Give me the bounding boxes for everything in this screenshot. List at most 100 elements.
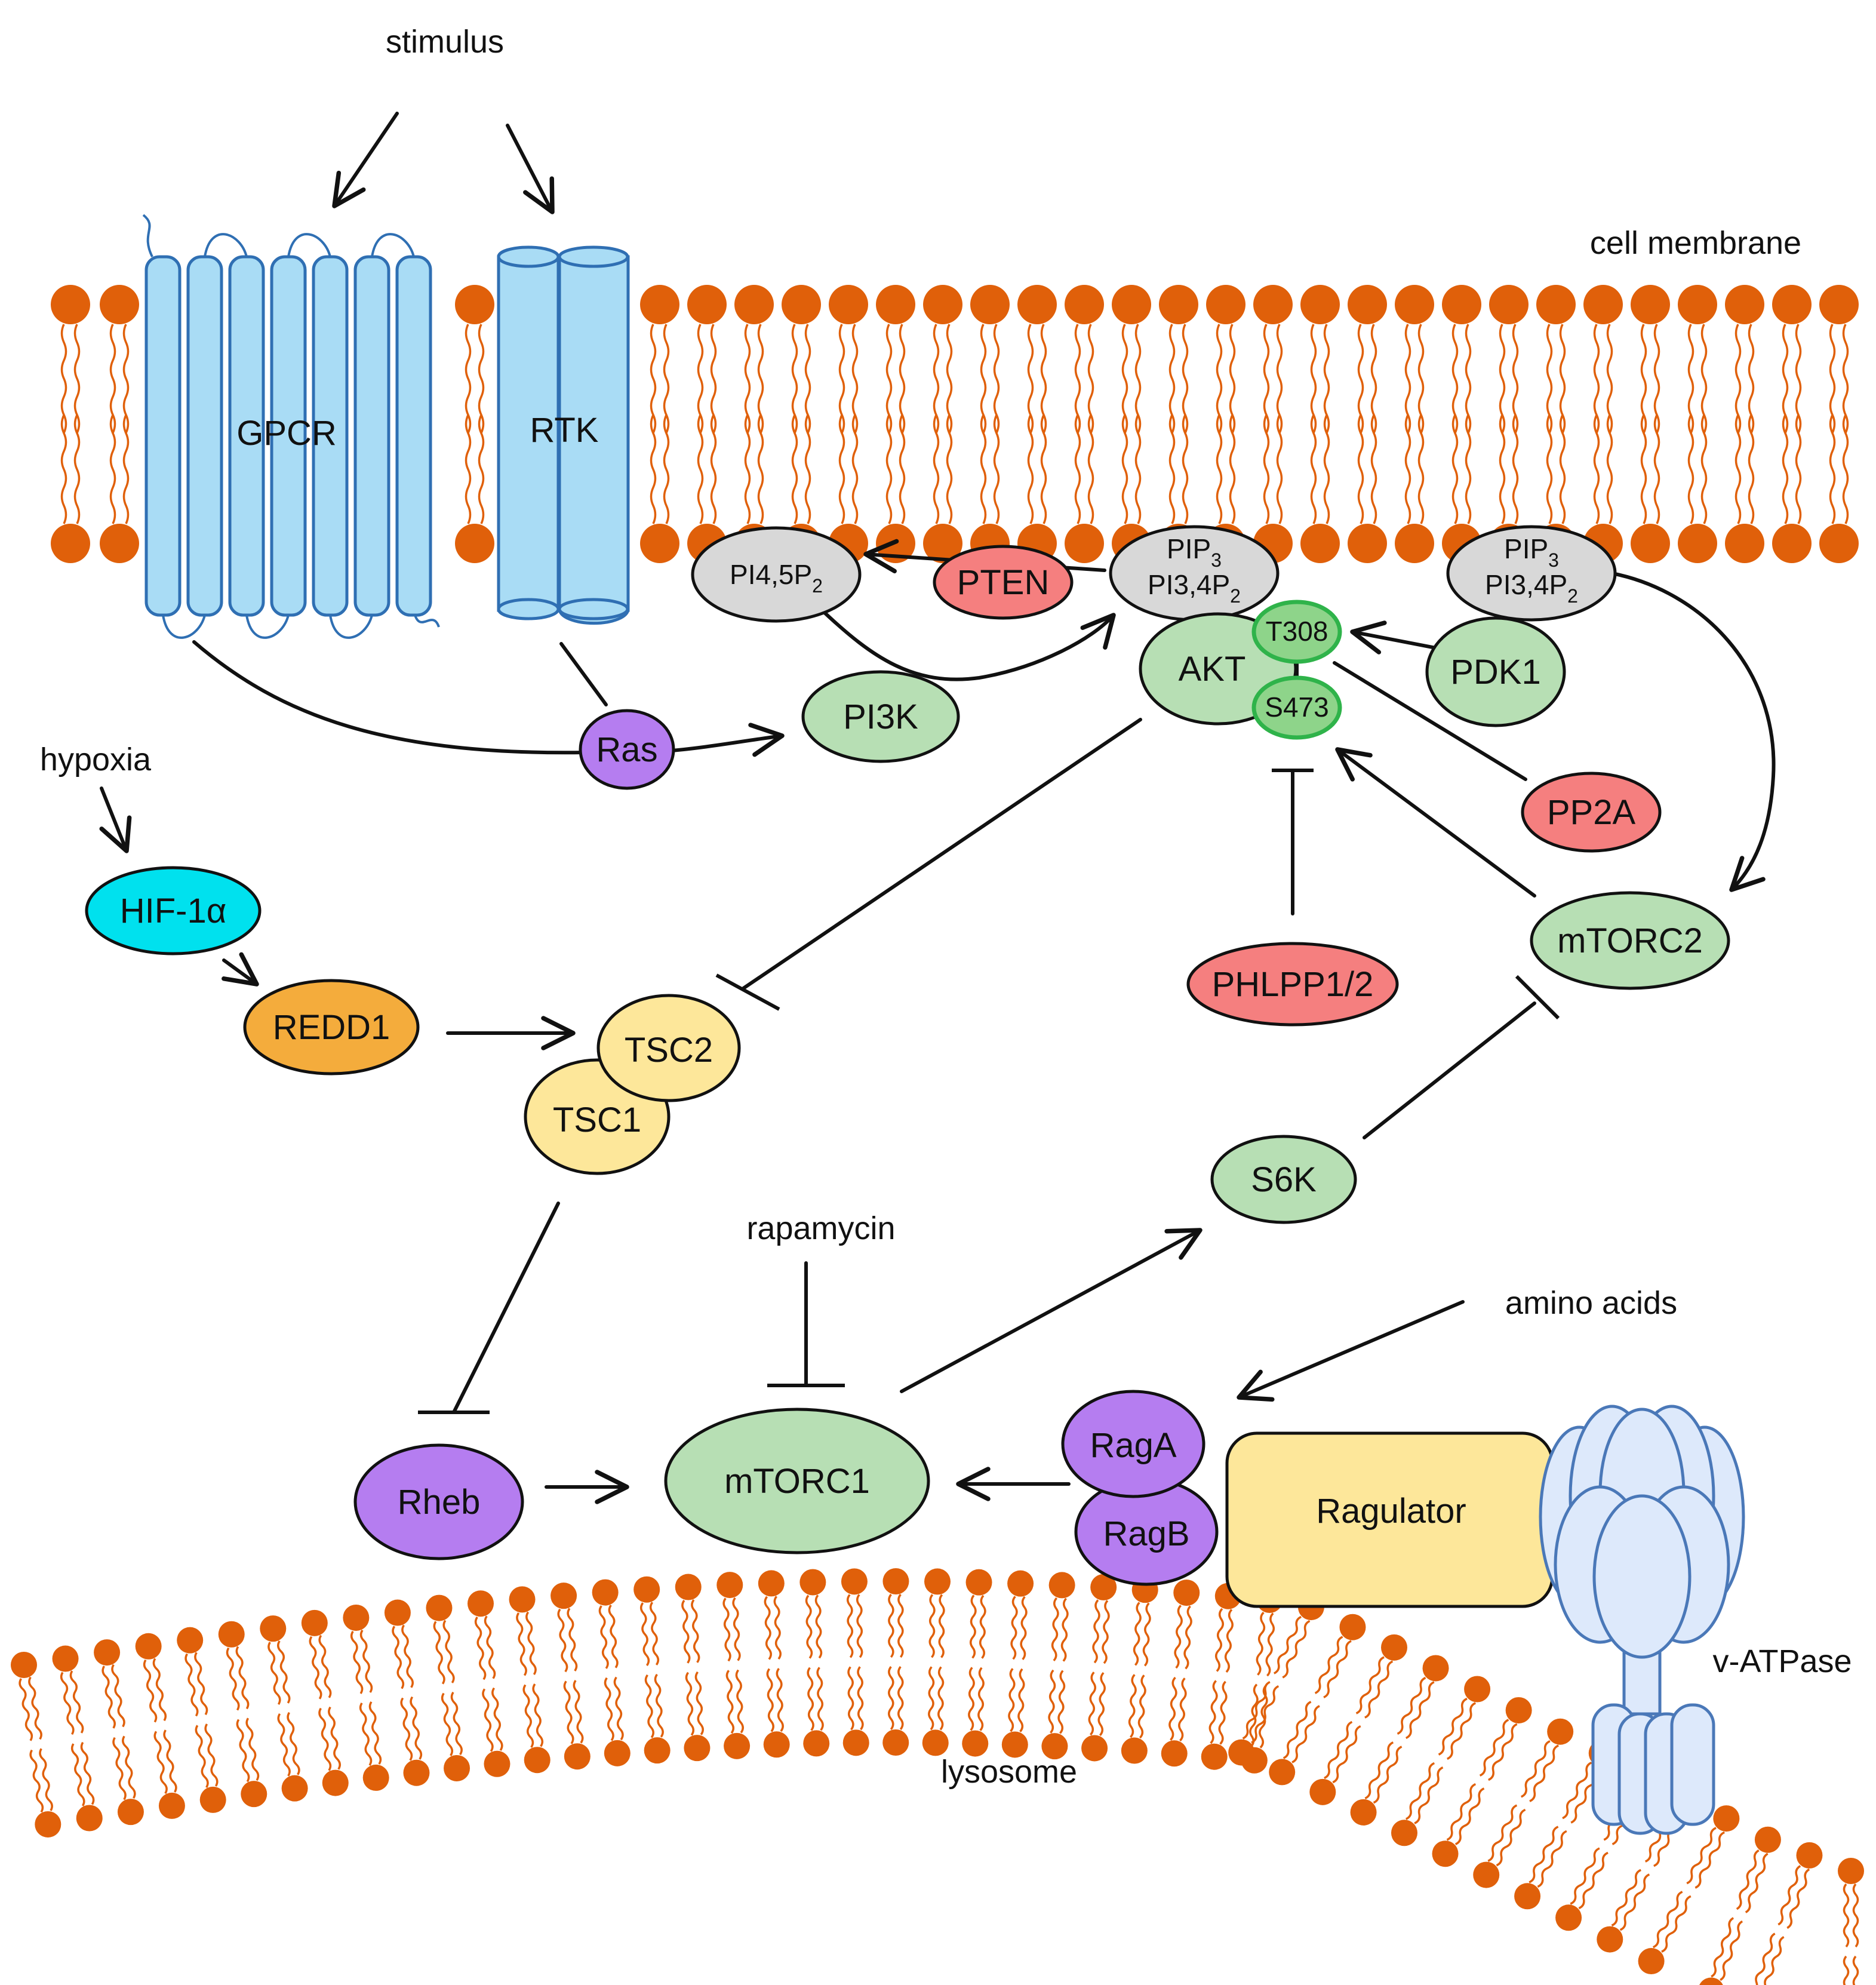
lipid-head	[1159, 285, 1198, 324]
lipid-head	[716, 1572, 743, 1599]
arrow-gpcr-ras-pi3k	[192, 640, 785, 757]
gpcr-helix	[186, 255, 223, 617]
lipid-head	[640, 285, 679, 324]
lipid-head	[403, 1759, 430, 1786]
lipid-head	[260, 1615, 287, 1642]
edges	[99, 112, 1776, 1504]
gpcr-label: GPCR	[236, 414, 337, 453]
lipid-head	[1017, 285, 1057, 324]
lipid-head	[1536, 285, 1576, 324]
lipid-head	[468, 1590, 494, 1617]
lipid-head	[51, 524, 90, 563]
lipid-head	[1699, 1977, 1723, 1985]
lipid-head	[1300, 285, 1340, 324]
cell-membrane	[51, 285, 1859, 563]
hif1a-label: HIF-1α	[120, 892, 227, 930]
lipid-head	[1555, 1904, 1582, 1931]
node-mtorc1: mTORC1	[664, 1408, 930, 1554]
node-ragulator: Ragulator	[1225, 1431, 1554, 1608]
lipid-head	[1631, 524, 1670, 563]
phlpp-label: PHLPP1/2	[1212, 965, 1374, 1004]
lipid-head	[1161, 1740, 1188, 1767]
redd1-label: REDD1	[273, 1008, 390, 1047]
lipid-head	[76, 1805, 103, 1832]
lipid-head	[1432, 1840, 1459, 1867]
lipid-head	[1048, 1572, 1075, 1599]
lipid-head	[604, 1740, 631, 1766]
lipid-head	[177, 1627, 204, 1654]
pip3-left-line1-sub: 3	[1211, 549, 1222, 571]
lipid-head	[1772, 285, 1812, 324]
line-tsc-rheb	[452, 1202, 560, 1414]
lipid-head	[633, 1576, 660, 1603]
pip3-left-line1: PIP	[1167, 533, 1211, 564]
lipid-head	[1725, 524, 1764, 563]
lysosome-label: lysosome	[941, 1754, 1077, 1790]
lipid-head	[1065, 524, 1104, 563]
node-phlpp: PHLPP1/2	[1186, 942, 1399, 1027]
lipid-head	[35, 1811, 61, 1837]
lipid-head	[1001, 1731, 1028, 1758]
arrow-pi3k-pip3	[822, 610, 1116, 681]
lipid-head	[1819, 285, 1859, 324]
hypoxia-label: hypoxia	[40, 742, 152, 778]
lipid-head	[1253, 285, 1293, 324]
pip3-left-line2-sub: 2	[1230, 585, 1241, 607]
line-pp2a-akt	[1333, 661, 1527, 781]
lipid-head	[1796, 1842, 1823, 1869]
lipid-head	[724, 1732, 751, 1759]
lipid-head	[923, 285, 962, 324]
arrow-pip3-mtorc2	[1610, 571, 1776, 892]
lipid-head	[1350, 1799, 1377, 1826]
lipid-head	[962, 1730, 989, 1757]
lipid-head	[1442, 285, 1481, 324]
lipid-head	[842, 1729, 869, 1756]
line-s6k-mtorc2	[1363, 1001, 1536, 1139]
rheb-label: Rheb	[398, 1483, 481, 1522]
lipid-head	[799, 1569, 826, 1596]
lipid-head	[882, 1729, 909, 1756]
lipid-head	[218, 1621, 245, 1648]
lipid-head	[51, 285, 90, 324]
lipid-head	[1514, 1883, 1541, 1910]
s473-label: S473	[1265, 692, 1328, 723]
pip3-left-line2: PI3,4P	[1148, 569, 1230, 600]
ras-label: Ras	[596, 730, 657, 769]
lipid-head	[11, 1652, 37, 1678]
v-atpase-label: v-ATPase	[1712, 1643, 1852, 1679]
lipid-head	[1065, 285, 1104, 324]
s6k-label: S6K	[1251, 1160, 1317, 1199]
node-t308: T308	[1251, 600, 1342, 664]
ragulator-label: Ragulator	[1316, 1492, 1466, 1531]
mtorc2-label: mTORC2	[1557, 921, 1703, 960]
lipid-head	[1754, 1826, 1781, 1853]
node-s6k: S6K	[1210, 1135, 1357, 1224]
lipid-head	[829, 285, 868, 324]
pdk1-label: PDK1	[1450, 653, 1541, 692]
arrow-mtorc1-s6k	[900, 1228, 1203, 1393]
lipid-head	[1112, 285, 1151, 324]
bar-akt-tsc2	[715, 973, 780, 1011]
lipid-head	[117, 1799, 144, 1826]
svg-text:PI3,4P2: PI3,4P2	[1148, 569, 1241, 607]
rtk-label: RTK	[530, 411, 599, 450]
v-atpase-v1-subunit	[1592, 1494, 1692, 1659]
tsc1-label: TSC1	[553, 1101, 641, 1139]
lipid-head	[803, 1730, 830, 1757]
lipid-head	[1597, 1926, 1623, 1953]
lipid-head	[301, 1609, 328, 1636]
gpcr-helix	[353, 255, 390, 617]
lipid-head	[924, 1568, 951, 1595]
lipid-head	[1713, 1805, 1740, 1832]
lipid-head	[455, 524, 494, 563]
lysosome-membrane	[11, 1568, 1864, 1985]
lipid-head	[524, 1747, 551, 1774]
bar-s6k-mtorc2	[1515, 975, 1560, 1020]
node-raga: RagA	[1061, 1390, 1205, 1498]
lipid-head	[1772, 524, 1812, 563]
lipid-head	[684, 1735, 711, 1762]
lipid-head	[644, 1737, 671, 1764]
lipid-head	[758, 1570, 785, 1597]
gpcr-helix	[312, 255, 349, 617]
